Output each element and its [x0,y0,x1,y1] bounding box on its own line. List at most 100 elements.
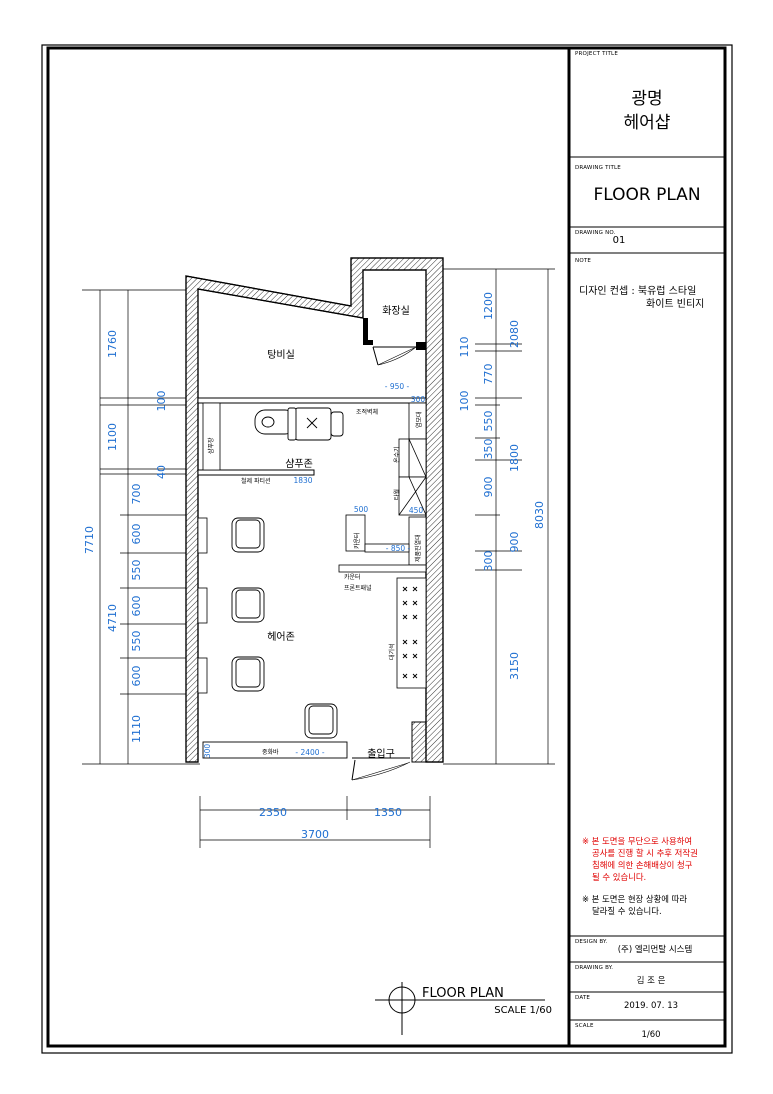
dim-right-550: 550 [482,411,495,432]
note-label: NOTE [575,258,592,264]
dim-inner-300b: 300 [203,744,212,759]
dim-right-3150: 3150 [508,652,521,680]
scale-cell: SCALE 1/60 [569,1020,725,1046]
label-wash-wall: 조적벽체 [356,408,378,416]
dimension-lines [82,268,555,848]
warning-line2: 공사를 진행 할 시 추후 저작권 [592,848,698,858]
dim-inner-850: - 850 - [386,544,411,553]
dim-left-40: 40 [155,465,168,479]
dim-right-1200: 1200 [482,292,495,320]
project-title-line2: 헤어샵 [623,113,671,133]
label-display-bar: 중화바 [262,748,279,756]
drawing-no: 01 [612,235,626,246]
drawing-title-label: DRAWING TITLE [575,165,621,171]
warning-line4: 될 수 있습니다. [592,872,647,882]
dim-right-770: 770 [482,364,495,385]
dim-right-100: 100 [458,391,471,412]
dim-right-2080: 2080 [508,320,521,348]
dim-inner-450: 450 [409,506,424,515]
drawing-title: FLOOR PLAN [593,185,701,205]
styling-chair [231,656,265,692]
label-entrance: 출입구 [367,747,395,760]
display-bar [202,741,348,759]
design-by-cell: DESIGN BY. (주) 엘리먼탈 시스템 [569,936,725,962]
dim-left-600b: 600 [130,596,143,617]
entrance-door [351,757,411,781]
dim-right-900b: 900 [508,532,521,553]
note-line1: 디자인 컨셉 : 북유럽 스타일 [579,286,697,297]
warning-line1: ※ 본 도면을 무단으로 사용하여 [582,836,693,846]
dim-right-900a: 900 [482,477,495,498]
drawing-title-cell: DRAWING TITLE FLOOR PLAN [569,157,725,227]
dim-left-overall: 7710 [83,526,96,554]
dim-inner-1830: 1830 [293,476,312,485]
dim-right-1800: 1800 [508,444,521,472]
date-cell: DATE 2019. 07. 13 [569,992,725,1020]
title-block-grid [569,156,725,1021]
dim-left-100: 100 [155,391,168,412]
styling-chair [304,703,338,739]
note-cell: NOTE 디자인 컨셉 : 북유럽 스타일 화이트 빈티지 ※ 본 도면을 무단… [569,253,725,936]
plan-caption-scale: SCALE 1/60 [494,1005,552,1016]
dim-bottom-2350: 2350 [259,806,287,819]
scale-label: SCALE [575,1023,594,1029]
styling-chairs [231,517,338,739]
scale: 1/60 [641,1030,661,1040]
dim-inner-500: 500 [354,505,369,514]
dim-right-350: 350 [482,439,495,460]
project-title-cell: PROJECT TITLE 광명 헤어샵 [569,48,725,157]
dim-right-110: 110 [458,337,471,358]
label-hair-zone: 헤어존 [267,631,295,643]
dim-left-1110: 1110 [130,715,143,743]
drawing-no-label: DRAWING NO. [575,230,616,236]
label-restroom: 화장실 [382,305,410,317]
label-product-shelf: 제품진열대 [414,534,422,562]
mirror-panels [197,517,208,694]
room-labels: 화장실 탕비실 샴푸존 헤어존 출입구 조적벽체 철제 파티션 카운터 프론트패… [207,305,423,760]
dim-left-600a: 600 [130,524,143,545]
shampoo-chair [254,407,344,441]
waiting-seat-marks [402,586,418,679]
inner-border [46,46,727,1048]
outer-border [41,44,733,1054]
label-counter: 카운터 [353,532,361,549]
plan-caption: FLOOR PLAN SCALE 1/60 [422,986,552,1016]
dim-right-overall: 8030 [533,501,546,529]
label-towel: 타월 [393,489,401,500]
notice-line2: 달라질 수 있습니다. [592,906,662,916]
dim-left-700: 700 [130,484,143,505]
notice-line1: ※ 본 도면은 현장 상황에 따라 [582,894,688,904]
dim-bottom-3700: 3700 [301,828,329,841]
site-notice: ※ 본 도면은 현장 상황에 따라 달라질 수 있습니다. [582,893,687,917]
drawing-by-cell: DRAWING BY. 김 조 은 [569,962,725,992]
note-line2: 화이트 빈티지 [646,299,705,310]
label-steel-partition: 철제 파티션 [241,477,271,485]
drawing-by: 김 조 은 [636,976,666,986]
date: 2019. 07. 13 [623,1001,679,1011]
drawing-by-label: DRAWING BY. [575,965,614,971]
date-label: DATE [575,995,591,1001]
warning-line3: 침해에 의한 손해배상이 청구 [592,860,693,870]
label-shampoo-zone: 샴푸존 [285,458,313,470]
dim-left-600c: 600 [130,666,143,687]
dim-left-1100: 1100 [106,423,119,451]
interior-partitions [197,397,427,476]
plan-caption-title: FLOOR PLAN [422,986,504,1001]
project-title-line1: 광명 [631,89,663,109]
restroom-walls [363,318,426,366]
label-water-heater: 온수기 [393,446,401,463]
dim-right-300: 300 [482,551,495,572]
copyright-warning: ※ 본 도면을 무단으로 사용하여 공사를 진행 할 시 추후 저작권 침해에 … [582,835,698,883]
dimension-values: 7710 1760 100 1100 40 700 600 550 4710 6… [83,292,546,841]
label-counter-front: 카운터 [344,573,361,581]
dim-left-1760: 1760 [106,330,119,358]
design-by-label: DESIGN BY. [575,939,608,945]
design-by: (주) 엘리먼탈 시스템 [617,945,693,955]
label-dye-stand: 염모대 [415,411,423,428]
wall-hatch [185,257,444,763]
project-title-label: PROJECT TITLE [575,51,618,57]
dim-inner-2400: - 2400 - [295,748,325,757]
dim-inner-950: - 950 - [385,382,410,391]
styling-chair [231,587,265,623]
